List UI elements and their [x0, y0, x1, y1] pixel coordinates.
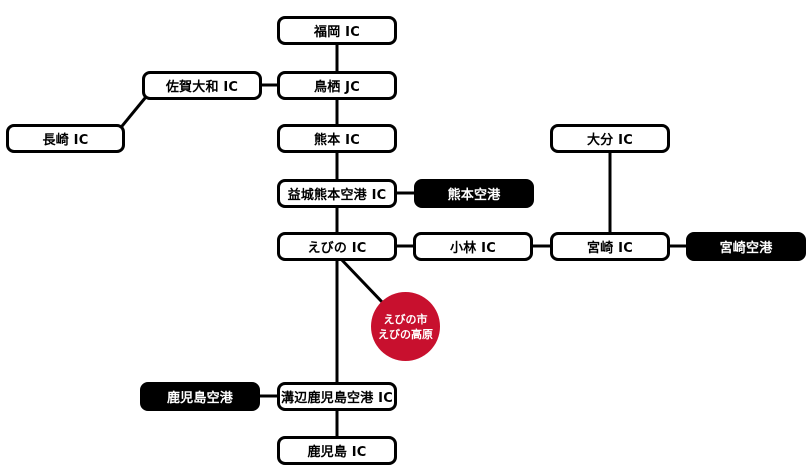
node-label: 鳥栖 JC — [314, 80, 360, 95]
node-kumamoto-airport: 熊本空港 — [414, 179, 534, 208]
node-label: 宮崎 IC — [587, 241, 633, 256]
node-mizobe-airport-ic: 溝辺鹿児島空港 IC — [277, 382, 397, 411]
node-mashiki-airport-ic: 益城熊本空港 IC — [277, 179, 397, 208]
node-ebino-ic: えびの IC — [277, 232, 397, 261]
node-kagoshima-ic: 鹿児島 IC — [277, 436, 397, 465]
badge-line-1: えびの市 — [383, 312, 428, 326]
node-fukuoka-ic: 福岡 IC — [277, 16, 397, 45]
line-ebino-badge — [338, 256, 386, 306]
node-label: 宮崎空港 — [719, 241, 773, 256]
badge-line-2: えびの高原 — [378, 327, 433, 341]
node-label: 小林 IC — [450, 241, 496, 256]
node-kobayashi-ic: 小林 IC — [413, 232, 533, 261]
node-kumamoto-ic: 熊本 IC — [277, 124, 397, 153]
node-label: 益城熊本空港 IC — [287, 188, 387, 203]
node-nagasaki-ic: 長崎 IC — [6, 124, 125, 153]
node-oita-ic: 大分 IC — [550, 124, 670, 153]
node-saga-yamato-ic: 佐賀大和 IC — [142, 71, 262, 100]
node-label: 溝辺鹿児島空港 IC — [281, 391, 393, 406]
node-kagoshima-airport: 鹿児島空港 — [140, 382, 260, 411]
node-label: 福岡 IC — [314, 25, 360, 40]
node-label: 大分 IC — [587, 133, 633, 148]
node-label: 佐賀大和 IC — [165, 80, 239, 95]
node-label: 長崎 IC — [42, 133, 89, 148]
node-tosu-jc: 鳥栖 JC — [277, 71, 397, 100]
node-miyazaki-ic: 宮崎 IC — [550, 232, 670, 261]
node-label: えびの IC — [307, 241, 367, 256]
ebino-area-badge: えびの市 えびの高原 — [371, 292, 440, 361]
node-label: 熊本空港 — [447, 188, 501, 203]
node-label: 鹿児島空港 — [166, 391, 233, 406]
node-miyazaki-airport: 宮崎空港 — [686, 232, 806, 261]
node-label: 鹿児島 IC — [307, 445, 367, 460]
node-label: 熊本 IC — [314, 133, 360, 148]
